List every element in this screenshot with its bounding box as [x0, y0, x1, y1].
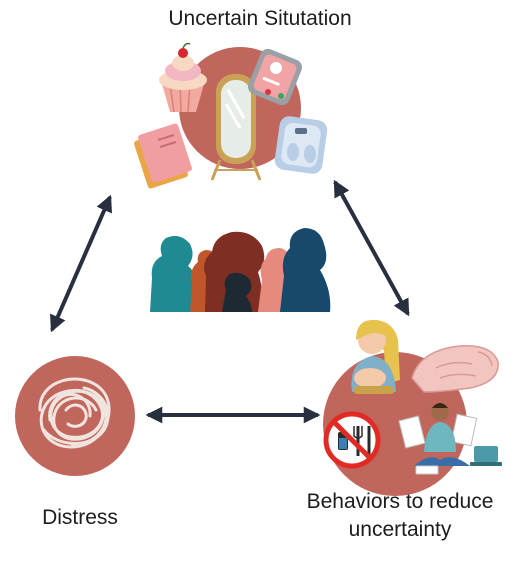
no-eating-icon [323, 411, 381, 469]
label-behaviors: Behaviors to reduce uncertainty [306, 490, 494, 541]
arrow-top-right [333, 179, 410, 317]
scribble-icon [38, 377, 111, 449]
node-behaviors [323, 319, 502, 496]
arrow-top-left [50, 194, 112, 333]
notebook-icon [134, 123, 192, 189]
people-silhouettes-icon [150, 228, 331, 312]
mirror-icon [210, 74, 262, 181]
label-distress: Distress [42, 506, 118, 529]
node-distress [15, 356, 135, 476]
phone-icon [248, 48, 302, 106]
anxious-person-icon [351, 319, 400, 394]
node-uncertain-situation [134, 42, 328, 189]
scale-icon [274, 116, 328, 174]
pinching-fingers-icon [411, 345, 499, 393]
cupcake-icon [159, 42, 207, 113]
studying-person-icon [398, 403, 502, 475]
label-uncertain-situation: Uncertain Situtation [168, 7, 352, 30]
